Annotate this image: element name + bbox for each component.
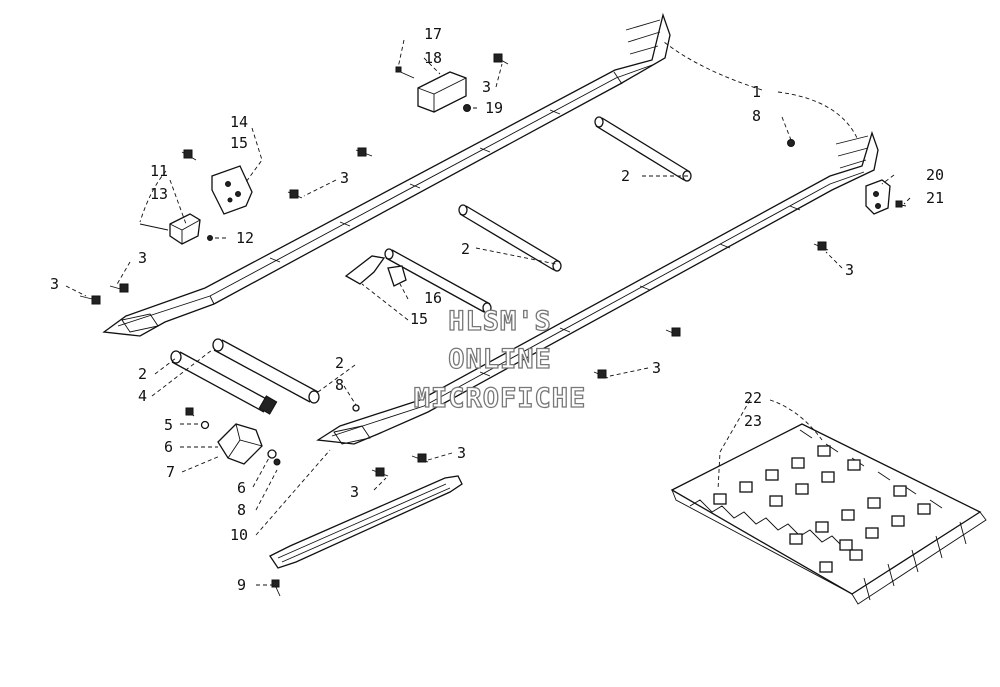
callout-6: 6 bbox=[164, 438, 173, 456]
bolts bbox=[79, 53, 907, 597]
callout-3: 3 bbox=[482, 78, 491, 96]
callout-10: 10 bbox=[230, 526, 248, 544]
wear-bar-10 bbox=[269, 475, 463, 569]
callout-4: 4 bbox=[138, 387, 147, 405]
callout-11: 11 bbox=[150, 162, 168, 180]
track-assembly bbox=[670, 423, 987, 605]
watermark-line-2: ONLINE bbox=[448, 344, 552, 375]
cross-shaft-lower bbox=[212, 338, 320, 404]
callout-8: 8 bbox=[237, 501, 246, 519]
callout-8: 8 bbox=[752, 107, 761, 125]
watermark-line-3: MICROFICHE bbox=[414, 383, 587, 414]
callout-16: 16 bbox=[424, 289, 442, 307]
callout-13: 13 bbox=[150, 185, 168, 203]
cross-shaft-bottom-with-sleeve bbox=[170, 350, 278, 415]
cross-shaft-middle bbox=[458, 204, 562, 272]
callout-19: 19 bbox=[485, 99, 503, 117]
left-slide-rail bbox=[102, 12, 671, 337]
callout-14: 14 bbox=[230, 113, 248, 131]
callout-3: 3 bbox=[845, 261, 854, 279]
cross-shafts bbox=[170, 116, 692, 415]
callout-3: 3 bbox=[138, 249, 147, 267]
callout-6: 6 bbox=[237, 479, 246, 497]
callout-9: 9 bbox=[237, 576, 246, 594]
callout-3: 3 bbox=[652, 359, 661, 377]
callout-3: 3 bbox=[457, 444, 466, 462]
rear-bracket-20 bbox=[865, 179, 891, 215]
callout-2: 2 bbox=[461, 240, 470, 258]
callout-3: 3 bbox=[350, 483, 359, 501]
callout-2: 2 bbox=[621, 167, 630, 185]
callout-22: 22 bbox=[744, 389, 762, 407]
right-slide-rail bbox=[316, 130, 879, 445]
nuts-washers bbox=[200, 104, 795, 466]
front-bumper-7 bbox=[217, 423, 263, 465]
upper-left-bracket-14 bbox=[211, 165, 253, 215]
callout-17: 17 bbox=[424, 25, 442, 43]
callouts: 1 2 2 2 2 3 3 3 3 3 3 3 3 4 5 6 6 7 8 8 … bbox=[50, 25, 944, 594]
callout-7: 7 bbox=[166, 463, 175, 481]
callout-15: 15 bbox=[410, 310, 428, 328]
cross-shaft-upper-right bbox=[594, 116, 692, 182]
watermark-line-1: HLSM'S bbox=[448, 306, 552, 337]
mounting-bracket-15-16 bbox=[344, 255, 407, 287]
bumper-block-13 bbox=[139, 213, 201, 245]
callout-21: 21 bbox=[926, 189, 944, 207]
watermark: HLSM'S ONLINE MICROFICHE bbox=[413, 305, 587, 414]
callout-8: 8 bbox=[335, 376, 344, 394]
callout-18: 18 bbox=[424, 49, 442, 67]
callout-3: 3 bbox=[340, 169, 349, 187]
callout-2: 2 bbox=[138, 365, 147, 383]
callout-2: 2 bbox=[335, 354, 344, 372]
leader-lines bbox=[65, 39, 911, 586]
stop-block-18 bbox=[417, 71, 467, 113]
callout-12: 12 bbox=[236, 229, 254, 247]
callout-5: 5 bbox=[164, 416, 173, 434]
callout-23: 23 bbox=[744, 412, 762, 430]
callout-20: 20 bbox=[926, 166, 944, 184]
callout-15: 15 bbox=[230, 134, 248, 152]
callout-1: 1 bbox=[752, 83, 761, 101]
callout-3: 3 bbox=[50, 275, 59, 293]
